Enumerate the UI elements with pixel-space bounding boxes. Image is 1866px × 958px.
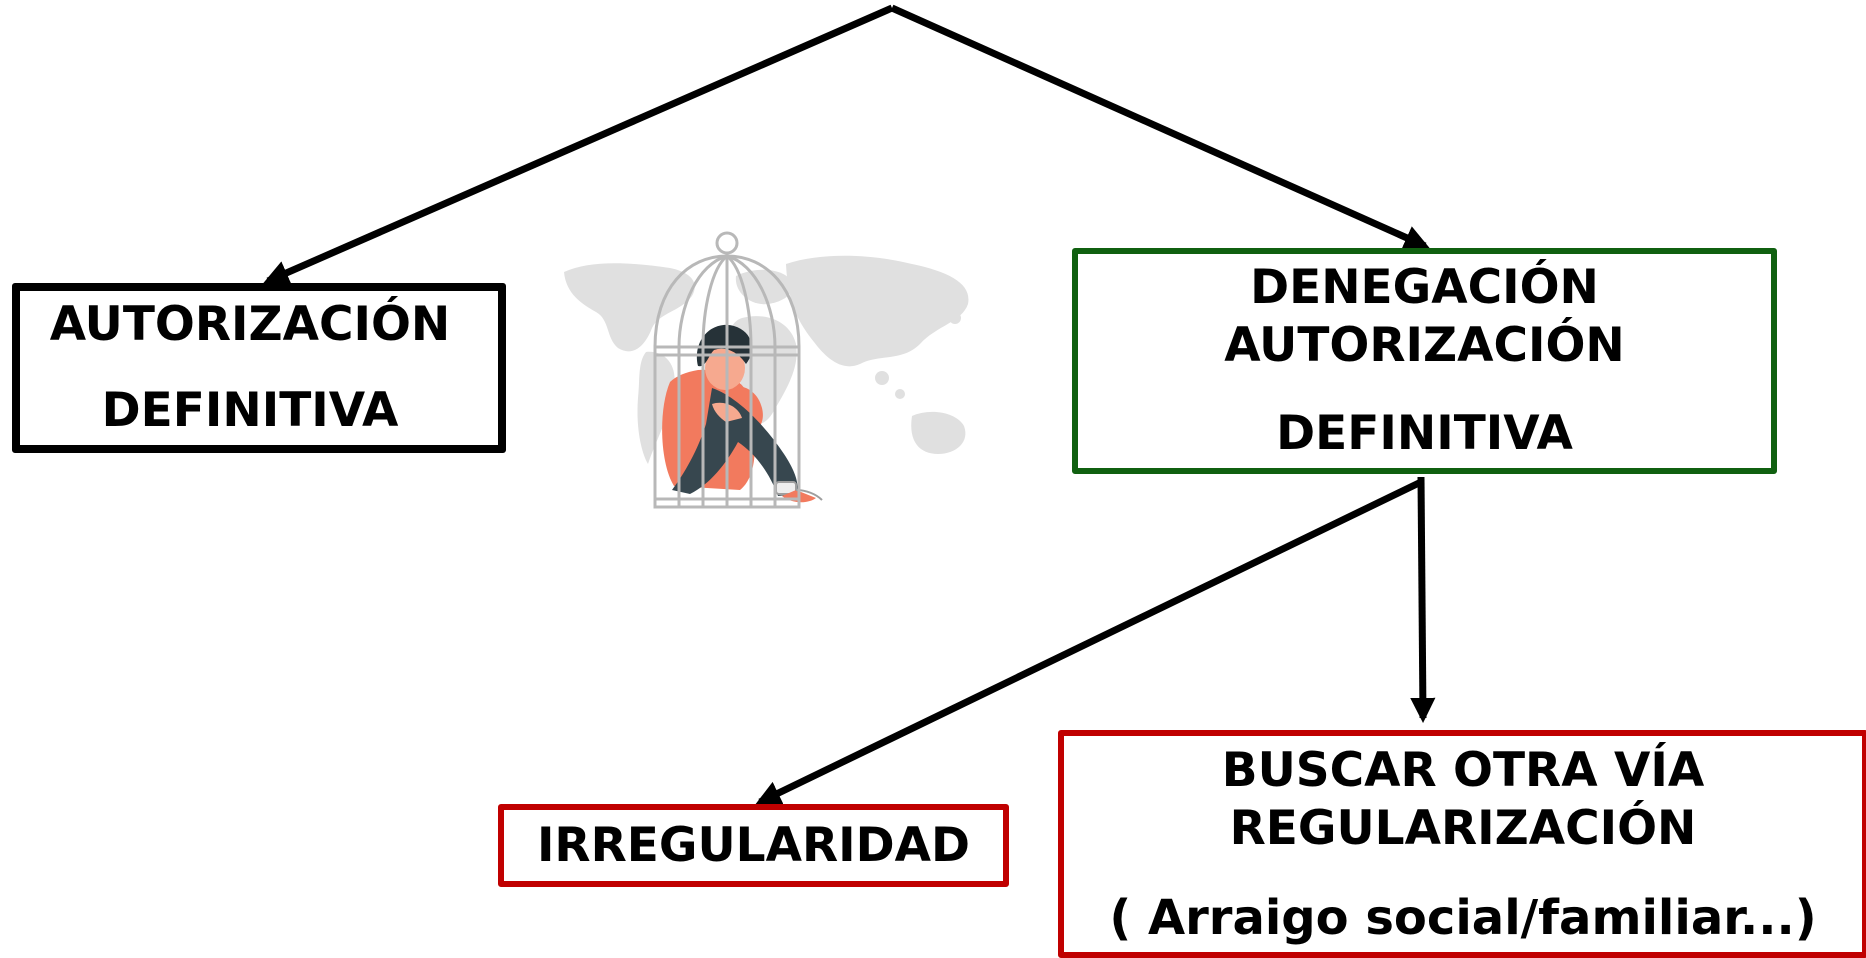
arrow-to-buscar — [1410, 476, 1436, 724]
node-autorizacion-definitiva: AUTORIZACIÓN DEFINITIVA — [12, 283, 506, 453]
node-buscar-line1: BUSCAR OTRA VÍA — [1221, 743, 1705, 798]
node-denegacion-line3: DEFINITIVA — [1276, 406, 1573, 461]
node-denegacion-autorizacion-definitiva: DENEGACIÓN AUTORIZACIÓN DEFINITIVA — [1072, 248, 1777, 474]
node-autorizacion-line2: DEFINITIVA — [101, 383, 399, 438]
arrow-to-denegacion — [890, 4, 1430, 250]
node-buscar-otra-via: BUSCAR OTRA VÍA REGULARIZACIÓN ( Arraigo… — [1058, 730, 1866, 958]
node-buscar-line2: REGULARIZACIÓN — [1229, 801, 1697, 856]
arrow-to-autorizacion — [263, 4, 894, 285]
node-buscar-line3: ( Arraigo social/familiar...) — [1109, 890, 1817, 946]
cage — [653, 231, 801, 509]
node-autorizacion-line1: AUTORIZACIÓN — [49, 297, 451, 352]
arrow-to-irregularidad — [755, 478, 1423, 806]
node-irregularidad: IRREGULARIDAD — [498, 804, 1009, 887]
caged-person-world-map-icon — [564, 231, 969, 509]
node-denegacion-line2: AUTORIZACIÓN — [1224, 318, 1625, 373]
node-irregularidad-label: IRREGULARIDAD — [536, 818, 971, 873]
node-denegacion-line1: DENEGACIÓN — [1250, 260, 1599, 315]
